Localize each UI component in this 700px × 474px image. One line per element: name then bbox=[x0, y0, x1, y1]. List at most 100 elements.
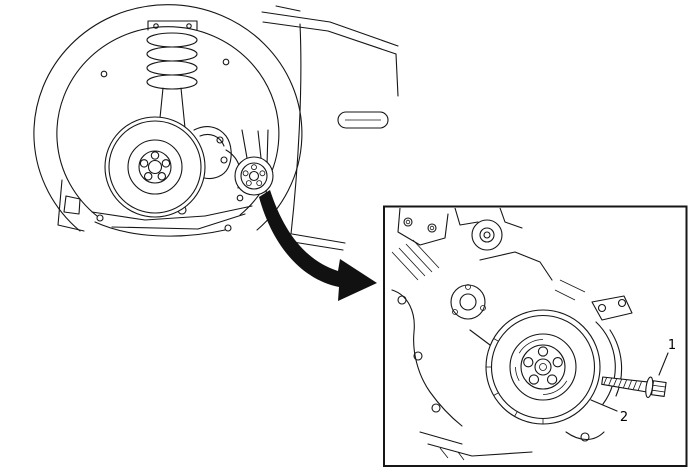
callout-1-leader bbox=[658, 352, 669, 376]
pulley-center bbox=[248, 170, 260, 182]
mount-stud bbox=[153, 23, 159, 29]
liner-bracket bbox=[63, 195, 81, 215]
side-bracket-bolt bbox=[617, 298, 627, 308]
brake-caliper bbox=[193, 126, 242, 189]
pump-bolt bbox=[465, 284, 471, 290]
subframe-line bbox=[111, 226, 199, 230]
tie-rod bbox=[197, 205, 253, 230]
bracket-bolt bbox=[403, 217, 413, 227]
mount-stud bbox=[186, 23, 192, 29]
behind-pulley-lines bbox=[554, 279, 586, 301]
lower-arm-curve bbox=[94, 221, 226, 237]
pulley-hole bbox=[245, 180, 252, 187]
coil-spring bbox=[146, 74, 198, 90]
bell-housing-edge bbox=[595, 321, 623, 405]
tensioner-pulley bbox=[471, 219, 503, 251]
lug-hole bbox=[157, 172, 167, 181]
hub-recess-arcs bbox=[515, 339, 568, 395]
coil-spring bbox=[146, 32, 198, 48]
fender-flange-left bbox=[57, 179, 85, 232]
balancer-center-dot bbox=[539, 363, 547, 371]
mount-bracket bbox=[397, 208, 449, 246]
tensioner-bolt bbox=[483, 231, 491, 239]
callout-2-leader bbox=[590, 399, 618, 412]
balancer-hole bbox=[523, 357, 534, 368]
oil-pan bbox=[419, 431, 533, 457]
block-bolt bbox=[413, 351, 423, 361]
fender-top-edge bbox=[262, 21, 397, 55]
lug-hole bbox=[150, 151, 160, 160]
pulley-hole bbox=[242, 170, 249, 177]
bracket-bolt-center bbox=[405, 219, 411, 225]
rim-ticks bbox=[486, 338, 544, 424]
rocker-panel bbox=[291, 233, 346, 251]
callout-1: 1 bbox=[658, 338, 676, 376]
body-panel bbox=[261, 5, 399, 251]
lower-right-shape bbox=[565, 431, 605, 441]
fender-arch-outer bbox=[33, 4, 303, 232]
subframe-bolt bbox=[96, 214, 104, 222]
balancer-hole bbox=[546, 374, 558, 385]
crankshaft-balancer bbox=[485, 309, 601, 425]
door-seam bbox=[290, 23, 302, 235]
callout-1-label: 1 bbox=[668, 338, 676, 353]
block-bolt bbox=[431, 403, 441, 413]
engine-detail-art bbox=[391, 208, 667, 461]
caliper-body bbox=[193, 126, 232, 180]
wheel-hub bbox=[138, 150, 172, 184]
coil-spring bbox=[146, 60, 198, 76]
balancer-hole bbox=[528, 374, 540, 385]
lug-hole bbox=[139, 159, 149, 168]
lower-bolt bbox=[580, 432, 590, 442]
water-pump-hub bbox=[459, 293, 477, 311]
pump-bolt bbox=[480, 305, 486, 311]
block-bolt bbox=[397, 295, 407, 305]
pulley-hole bbox=[251, 164, 257, 171]
balancer-hole bbox=[552, 357, 563, 368]
body-edge-right bbox=[395, 53, 399, 97]
caliper-bolt bbox=[216, 136, 224, 144]
bolt-threads bbox=[603, 377, 642, 391]
bolt-head-facets bbox=[652, 384, 666, 393]
wheelhouse-view bbox=[33, 4, 399, 251]
balancer-outer-rim bbox=[485, 309, 601, 425]
callout-2: 2 bbox=[590, 399, 628, 425]
hood-edge bbox=[261, 11, 399, 47]
balancer-hub-inner bbox=[520, 344, 566, 390]
side-bracket bbox=[591, 295, 633, 321]
pulley-hole bbox=[259, 170, 266, 177]
oil-pan-hatch bbox=[439, 447, 465, 461]
coil-spring bbox=[146, 46, 198, 62]
callout-2-label: 2 bbox=[620, 410, 628, 425]
bracket-bolt-center bbox=[429, 225, 435, 231]
block-top-edge bbox=[454, 208, 523, 229]
block-left-edge bbox=[391, 289, 463, 427]
block-ribs bbox=[391, 239, 440, 281]
balancer-bolt bbox=[601, 376, 667, 399]
zoom-arrow bbox=[259, 190, 377, 301]
caliper-bolt bbox=[220, 156, 228, 164]
strut-top-mount bbox=[147, 20, 198, 31]
hub-center-hole bbox=[147, 159, 163, 175]
control-arm bbox=[91, 211, 206, 221]
cowl-line bbox=[275, 5, 301, 12]
balancer-hub-plate bbox=[509, 333, 577, 401]
bracket-bolt bbox=[427, 223, 437, 233]
pump-bolt bbox=[452, 309, 458, 315]
liner-bolt bbox=[100, 70, 108, 78]
water-pump bbox=[450, 284, 486, 320]
caliper-inner bbox=[199, 133, 225, 147]
fender-liner-inner bbox=[56, 26, 280, 217]
detail-inset: 1 2 bbox=[383, 205, 688, 467]
balancer-hole bbox=[537, 346, 549, 357]
rotor-face bbox=[108, 120, 202, 214]
lug-hole bbox=[143, 172, 153, 181]
liner-bolt bbox=[236, 194, 244, 202]
pulley-hole bbox=[256, 180, 263, 187]
drive-belt bbox=[241, 129, 262, 159]
subframe-bolt bbox=[224, 224, 232, 232]
door-handle bbox=[337, 111, 389, 129]
liner-bolt bbox=[222, 58, 230, 66]
